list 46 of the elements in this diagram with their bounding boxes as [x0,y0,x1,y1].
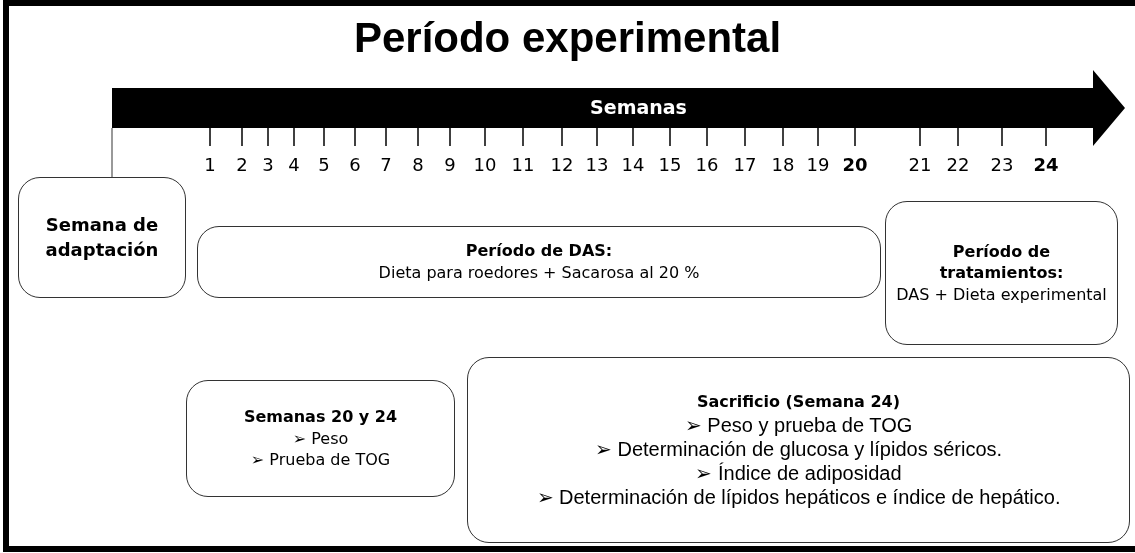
bullet-item: ➢ Determinación de lípidos hepáticos e índice de hepático. [535,484,1062,509]
week-number: 12 [550,154,574,175]
title: Período experimental [352,14,783,62]
week-number: 22 [946,154,970,175]
rounded-box [885,201,1118,345]
week-number: 23 [990,154,1014,175]
box-text: Dieta para roedores + Sacarosa al 20 % [377,262,701,284]
box-text: DAS + Dieta experimental [895,283,1108,306]
connector-line [111,127,113,178]
week-number: 20 [842,154,868,175]
week-number: 8 [412,154,424,175]
week-number: 10 [473,154,497,175]
bullet-item: ➢ Peso y prueba de TOG [683,412,914,437]
box-heading: Período de tratamientos: [938,240,1065,284]
bullet-item: ➢ Peso [291,427,350,450]
rounded-box [186,380,455,497]
week-number: 11 [511,154,535,175]
week-number: 7 [380,154,392,175]
week-number: 15 [658,154,682,175]
week-number: 1 [204,154,216,175]
rounded-box [18,177,186,298]
timeline-arrow [112,70,1125,146]
box-heading: Sacrificio (Semana 24) [695,391,902,413]
week-number: 9 [444,154,456,175]
week-number: 4 [288,154,300,175]
timeline-label: Semanas [590,95,687,121]
week-number: 13 [585,154,609,175]
week-number: 6 [349,154,361,175]
week-number: 16 [695,154,719,175]
box-heading: Semana de adaptación [44,213,160,262]
week-number: 14 [621,154,645,175]
rounded-box [197,226,881,298]
rounded-box [467,357,1130,543]
bullet-item: ➢ Prueba de TOG [249,449,392,471]
bullet-item: ➢ Determinación de glucosa y lípidos séricos. [593,436,1004,461]
week-number: 2 [236,154,248,175]
week-number: 19 [806,154,830,175]
box-heading: Semanas 20 y 24 [242,406,399,428]
week-number: 5 [318,154,330,175]
box-heading: Período de DAS: [464,240,614,262]
week-number: 21 [908,154,932,175]
week-number: 18 [771,154,795,175]
week-number: 3 [262,154,274,175]
week-number: 17 [733,154,757,175]
bullet-item: ➢ Índice de adiposidad [694,460,903,485]
week-number: 24 [1033,154,1059,175]
